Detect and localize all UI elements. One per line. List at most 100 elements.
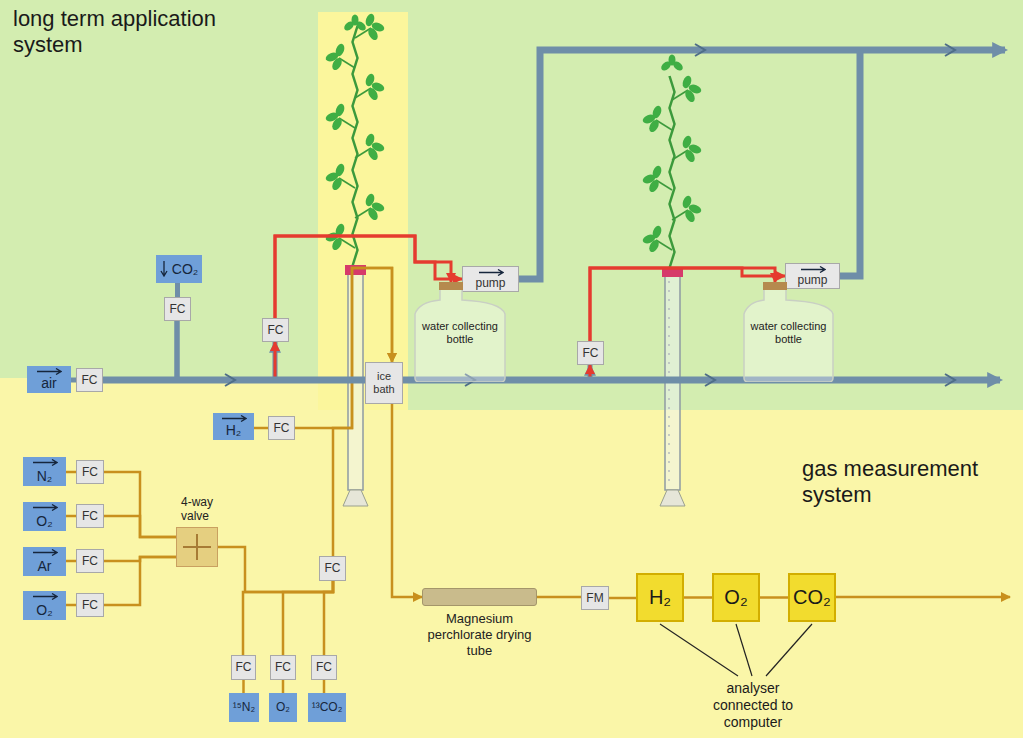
- leaflet: [330, 236, 343, 251]
- gas-line: [254, 427, 268, 430]
- leaflet: [683, 88, 696, 103]
- box-label: FC: [583, 347, 599, 360]
- box-label: CO₂: [172, 262, 198, 277]
- flow-direction-arrow: [32, 504, 58, 511]
- gas-line: [104, 557, 176, 605]
- root-dot: [668, 461, 670, 463]
- box-label: FC: [82, 374, 98, 387]
- flow-chevron: [945, 374, 955, 386]
- bottle-outline: [744, 282, 833, 382]
- leaflet: [366, 146, 379, 161]
- box-label: ¹⁵N₂: [233, 700, 255, 715]
- tube-base: [660, 490, 685, 506]
- region-title: long term application system: [13, 6, 263, 58]
- box-label: O₂: [36, 514, 52, 529]
- flow-controller: FC: [311, 655, 337, 680]
- gas-line: [295, 268, 392, 428]
- box-label: Ar: [38, 559, 52, 574]
- root-dot: [668, 371, 670, 373]
- box-label: O₂: [36, 603, 52, 618]
- gas-line: [66, 515, 76, 518]
- gas-line: [392, 404, 422, 597]
- box-label: water collecting bottle: [747, 320, 831, 346]
- flow-direction-arrow: [32, 593, 58, 600]
- collecting-bottle: water collecting bottle: [413, 282, 507, 382]
- leaflet: [352, 15, 359, 26]
- bottle-outline: [415, 282, 505, 382]
- root-dot: [668, 281, 670, 283]
- box-label: N₂: [37, 469, 53, 484]
- box-label: FC: [82, 555, 98, 568]
- flow-controller: FC: [268, 416, 295, 440]
- leaflet: [334, 43, 346, 58]
- leaflet: [647, 118, 660, 133]
- leaflet: [651, 105, 663, 120]
- air-feed-line: [103, 342, 275, 380]
- box-label: FC: [170, 303, 186, 316]
- gas-line: [282, 680, 285, 693]
- box-label: ¹³CO₂: [312, 700, 343, 715]
- flow-direction-arrow: [37, 369, 61, 375]
- exhaust-line: [840, 50, 860, 276]
- gas-line: [537, 596, 581, 599]
- root-dot: [668, 362, 670, 364]
- root-dot: [668, 299, 670, 301]
- root-dot: [668, 290, 670, 292]
- ice-bath: ice bath: [365, 362, 403, 404]
- leaflet: [330, 116, 343, 131]
- gas-line: [609, 597, 636, 600]
- root-dot: [668, 452, 670, 454]
- box-label: FM: [586, 592, 603, 605]
- root-dot: [668, 344, 670, 346]
- bottle-stopper: [439, 282, 463, 290]
- gas-region: [0, 410, 1023, 738]
- flow-direction-arrow: [800, 266, 826, 273]
- leader-line: [766, 624, 812, 676]
- root-dot: [668, 425, 670, 427]
- flow-controller: FC: [231, 655, 256, 680]
- box-label: O₂: [724, 586, 747, 609]
- gas-line: [242, 680, 245, 693]
- root-dot: [668, 317, 670, 319]
- leaflet: [330, 176, 343, 191]
- box-label: H₂: [649, 586, 671, 609]
- part-label: Magnesium perchlorate drying tube: [425, 611, 535, 659]
- leaflet: [334, 103, 346, 118]
- flow-chevron: [225, 374, 235, 386]
- flow-controller: FC: [164, 297, 191, 321]
- box-label: FC: [82, 599, 98, 612]
- flow-controller: FC: [319, 556, 346, 581]
- root-dot: [668, 479, 670, 481]
- flow-controller: FC: [76, 504, 104, 528]
- leaflet: [366, 206, 379, 221]
- gas-source: CO₂: [156, 255, 202, 283]
- gas-line: [104, 472, 176, 537]
- root-dot: [668, 326, 670, 328]
- flow-chevrons: [225, 44, 955, 386]
- root-dot: [668, 416, 670, 418]
- flow-direction-arrow: [479, 270, 503, 276]
- gas-line: [104, 516, 176, 537]
- gas-source: air: [27, 366, 71, 393]
- box-label: FC: [316, 661, 332, 674]
- leaflet: [683, 208, 696, 223]
- gas-line: [243, 581, 333, 655]
- root-dot: [668, 470, 670, 472]
- root-dot: [668, 407, 670, 409]
- flow-direction-arrow: [32, 459, 58, 466]
- leaflet: [647, 178, 660, 193]
- leaflet: [647, 238, 660, 253]
- flow-direction-arrow: [160, 261, 168, 277]
- flow-controller: FC: [262, 318, 289, 342]
- box-label: FC: [275, 661, 291, 674]
- gas-analyser: H₂: [636, 573, 684, 622]
- box-label: air: [41, 376, 57, 391]
- leaflet: [364, 133, 376, 148]
- root-dot: [668, 434, 670, 436]
- leaflet: [366, 26, 379, 41]
- leaflet: [681, 135, 693, 150]
- flow-controller: FC: [76, 593, 104, 617]
- gas-line: [324, 581, 333, 655]
- tube-base: [343, 490, 368, 506]
